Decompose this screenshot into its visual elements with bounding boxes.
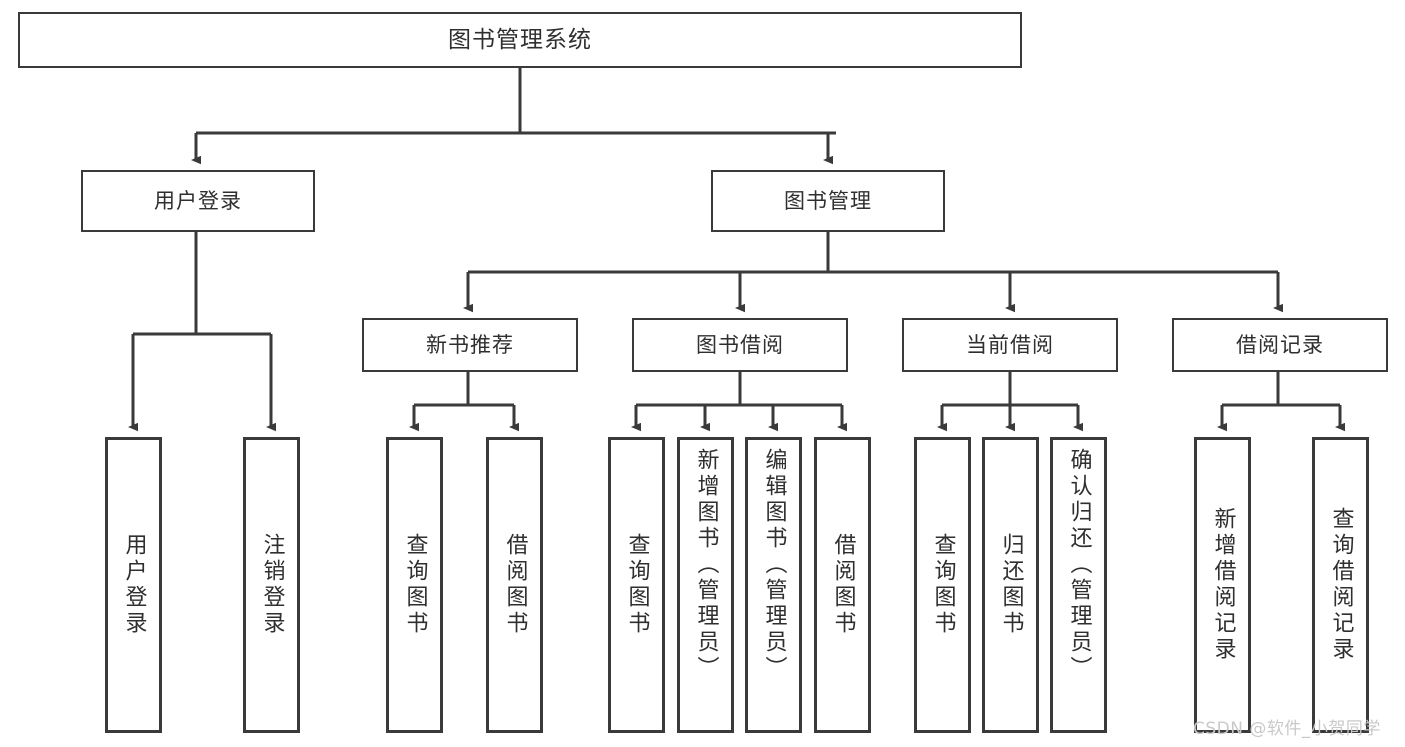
node-root-book-management-system[interactable]: 图书管理系统 bbox=[18, 12, 1022, 68]
leaf-query-borrow-record[interactable]: 查询借阅记录 bbox=[1312, 437, 1369, 733]
node-label: 借阅记录 bbox=[1236, 332, 1324, 357]
node-label: 查询图书 bbox=[402, 533, 428, 637]
leaf-return-book[interactable]: 归还图书 bbox=[982, 437, 1039, 733]
leaf-query-book-borrow[interactable]: 查询图书 bbox=[608, 437, 665, 733]
leaf-query-book-current[interactable]: 查询图书 bbox=[914, 437, 971, 733]
node-label: 图书借阅 bbox=[696, 332, 784, 357]
node-label: 当前借阅 bbox=[966, 332, 1054, 357]
node-borrow-record[interactable]: 借阅记录 bbox=[1172, 318, 1388, 372]
node-book-management[interactable]: 图书管理 bbox=[711, 170, 945, 232]
node-label: 查询图书 bbox=[624, 533, 650, 637]
node-label: 借阅图书 bbox=[830, 533, 856, 637]
node-label: 注销登录 bbox=[259, 533, 285, 637]
leaf-query-book-recommend[interactable]: 查询图书 bbox=[386, 437, 443, 733]
leaf-user-login[interactable]: 用户登录 bbox=[105, 437, 162, 733]
node-book-borrow[interactable]: 图书借阅 bbox=[632, 318, 848, 372]
node-label: 用户登录 bbox=[154, 188, 242, 213]
node-label: 图书管理系统 bbox=[448, 26, 592, 53]
node-label: 新增借阅记录 bbox=[1210, 507, 1236, 663]
node-label: 归还图书 bbox=[998, 533, 1024, 637]
leaf-logout-login[interactable]: 注销登录 bbox=[243, 437, 300, 733]
node-label: 确认归还（管理员） bbox=[1066, 448, 1092, 682]
node-user-login[interactable]: 用户登录 bbox=[81, 170, 315, 232]
leaf-confirm-return-admin[interactable]: 确认归还（管理员） bbox=[1050, 437, 1107, 733]
leaf-add-borrow-record[interactable]: 新增借阅记录 bbox=[1194, 437, 1251, 733]
node-label: 图书管理 bbox=[784, 188, 872, 213]
node-label: 编辑图书（管理员） bbox=[761, 448, 787, 682]
leaf-borrow-book-recommend[interactable]: 借阅图书 bbox=[486, 437, 543, 733]
node-label: 用户登录 bbox=[121, 533, 147, 637]
node-label: 借阅图书 bbox=[502, 533, 528, 637]
leaf-add-book-admin[interactable]: 新增图书（管理员） bbox=[677, 437, 734, 733]
node-label: 查询图书 bbox=[930, 533, 956, 637]
node-current-borrow[interactable]: 当前借阅 bbox=[902, 318, 1118, 372]
csdn-watermark: CSDN @软件_小贺同学 bbox=[1193, 719, 1381, 739]
leaf-borrow-book[interactable]: 借阅图书 bbox=[814, 437, 871, 733]
node-label: 查询借阅记录 bbox=[1328, 507, 1354, 663]
node-label: 新书推荐 bbox=[426, 332, 514, 357]
node-label: 新增图书（管理员） bbox=[693, 448, 719, 682]
node-new-book-recommend[interactable]: 新书推荐 bbox=[362, 318, 578, 372]
leaf-edit-book-admin[interactable]: 编辑图书（管理员） bbox=[745, 437, 802, 733]
